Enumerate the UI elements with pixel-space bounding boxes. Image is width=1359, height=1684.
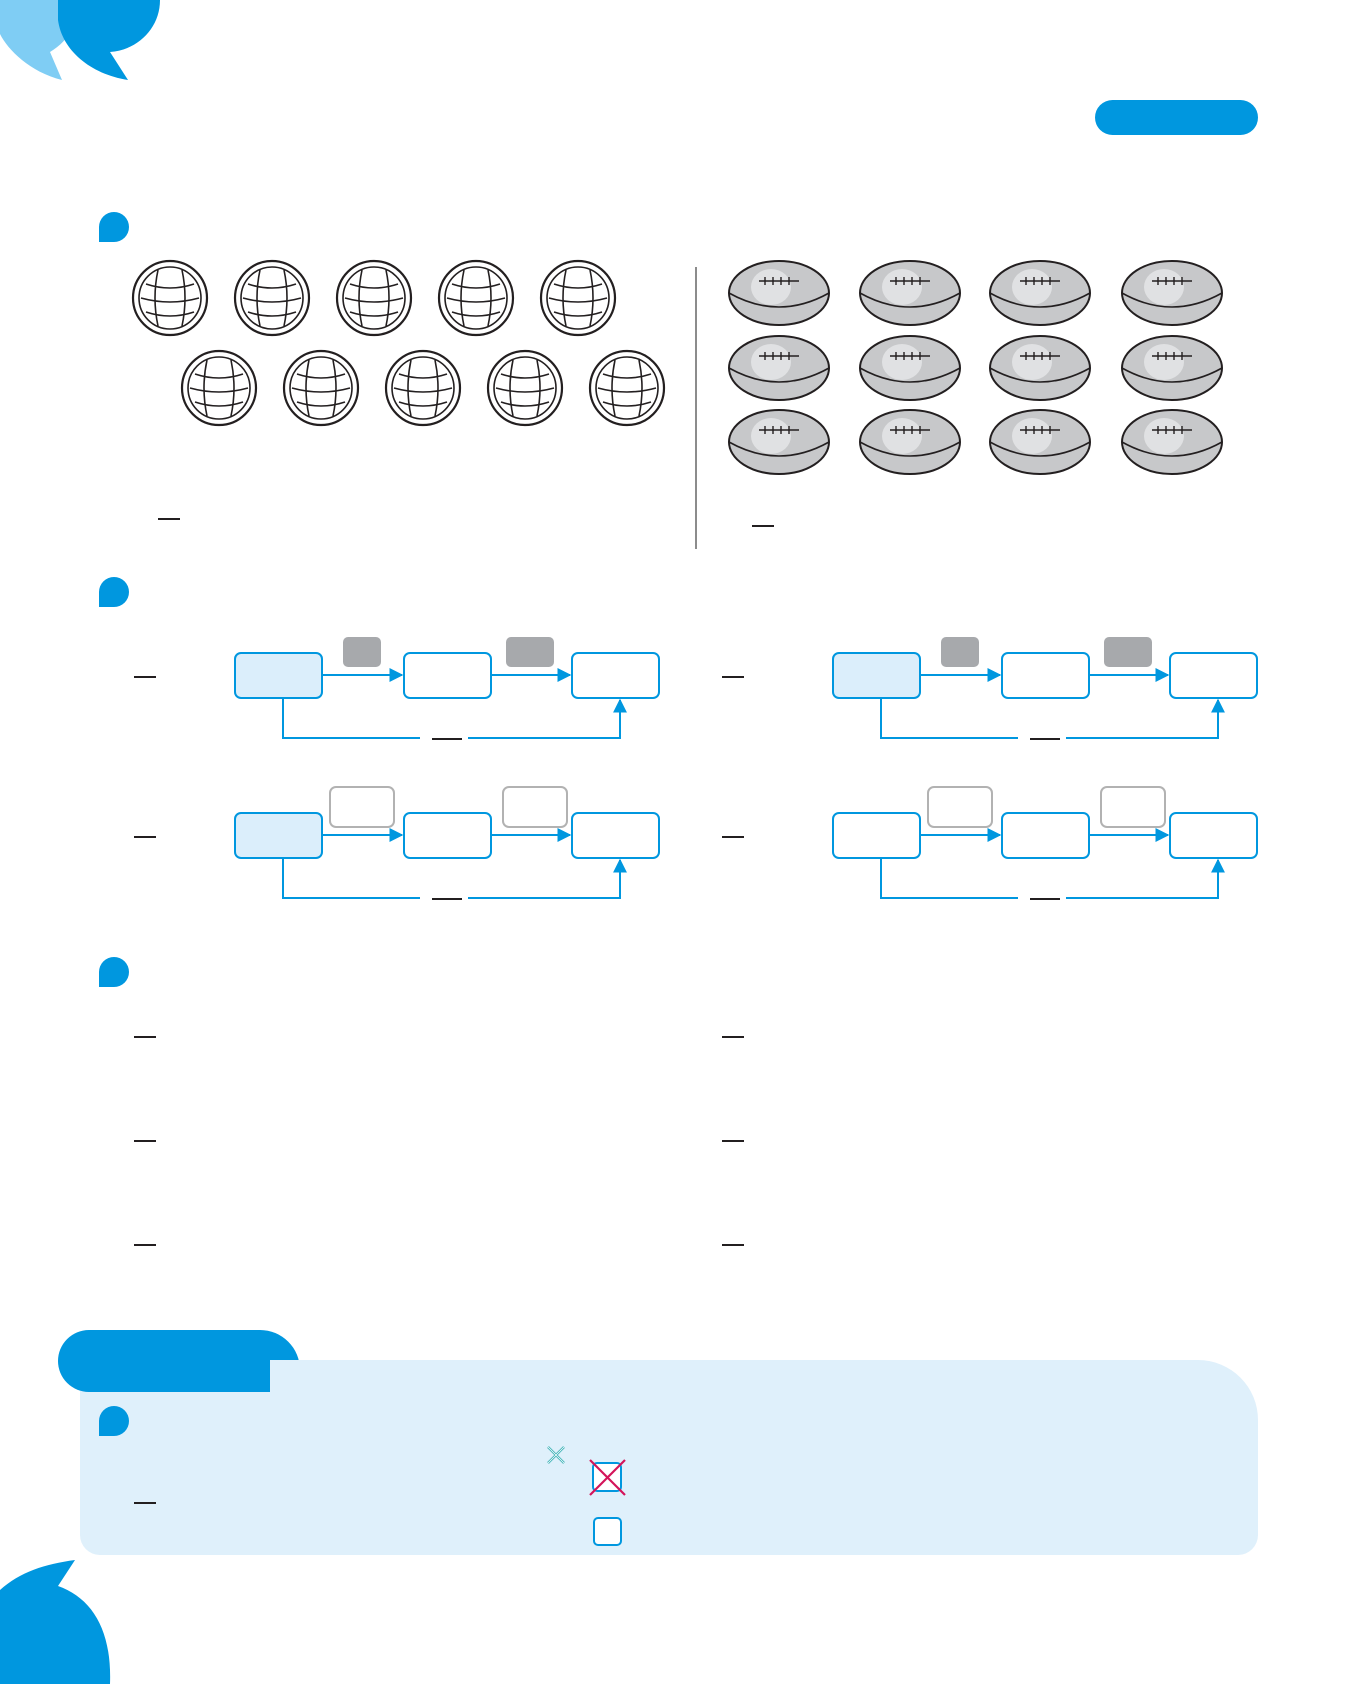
flow-diagram-3: [234, 786, 660, 900]
end-box: [571, 812, 660, 859]
start-box: [234, 812, 323, 859]
volleyball-icon: [131, 259, 209, 337]
answer-blank[interactable]: [722, 836, 744, 838]
rugby-ball-group: [728, 260, 1223, 475]
header-pill: [1095, 100, 1258, 135]
volleyball-icon: [335, 259, 413, 337]
rugby-ball-icon: [859, 335, 961, 401]
volleyball-group: [131, 259, 666, 427]
rugby-ball-icon: [989, 335, 1091, 401]
volleyball-icon: [588, 349, 666, 427]
flow-diagram-1: [234, 637, 660, 740]
flow-diagram-2: [832, 637, 1258, 740]
flow-diagrams: [234, 637, 1258, 900]
op-box: [1104, 637, 1152, 667]
volleyball-icon: [233, 259, 311, 337]
op-box: [1100, 786, 1166, 828]
answer-blank[interactable]: [134, 676, 156, 678]
answer-blank[interactable]: [158, 518, 180, 520]
empty-box-icon[interactable]: [593, 1517, 622, 1546]
op-box: [506, 637, 554, 667]
end-box: [1169, 812, 1258, 859]
start-box: [832, 652, 921, 699]
question-bullet-4: [99, 1406, 129, 1436]
answer-blank[interactable]: [722, 676, 744, 678]
rugby-ball-icon: [728, 335, 830, 401]
volleyball-icon: [384, 349, 462, 427]
answer-blank[interactable]: [134, 1244, 156, 1246]
flow-diagram-4: [832, 786, 1258, 900]
answer-blank[interactable]: [722, 1244, 744, 1246]
answer-blank[interactable]: [722, 1140, 744, 1142]
rugby-ball-icon: [989, 409, 1091, 475]
corner-quote-decoration-top: [0, 0, 160, 80]
answer-blank[interactable]: [134, 1140, 156, 1142]
divider: [695, 267, 697, 549]
start-box: [234, 652, 323, 699]
op-box: [927, 786, 993, 828]
end-box: [571, 652, 660, 699]
rugby-ball-icon: [989, 260, 1091, 326]
volleyball-icon: [180, 349, 258, 427]
op-box: [941, 637, 979, 667]
corner-quote-decoration-bottom: [0, 1560, 111, 1684]
try-it-tab: [58, 1330, 300, 1392]
rugby-ball-icon: [1121, 335, 1223, 401]
rugby-ball-icon: [728, 409, 830, 475]
op-box: [502, 786, 568, 828]
op-box: [329, 786, 395, 828]
rugby-ball-icon: [1121, 409, 1223, 475]
answer-blank[interactable]: [752, 525, 774, 527]
try-it-tab-notch: [270, 1360, 300, 1392]
question-bullet-3: [99, 957, 129, 987]
end-box: [1169, 652, 1258, 699]
small-cross-icon: [547, 1446, 565, 1464]
op-box: [343, 637, 381, 667]
volleyball-icon: [282, 349, 360, 427]
crossed-box-icon[interactable]: [588, 1458, 628, 1498]
answer-blank[interactable]: [722, 1036, 744, 1038]
try-it-panel: [80, 1360, 1258, 1555]
volleyball-icon: [437, 259, 515, 337]
start-box: [832, 812, 921, 859]
rugby-ball-icon: [859, 260, 961, 326]
middle-box: [403, 652, 492, 699]
middle-box: [403, 812, 492, 859]
answer-blank[interactable]: [134, 1036, 156, 1038]
volleyball-icon: [539, 259, 617, 337]
question-bullet-2: [99, 577, 129, 607]
middle-box: [1001, 652, 1090, 699]
question-bullet-1: [99, 212, 129, 242]
rugby-ball-icon: [859, 409, 961, 475]
answer-blank[interactable]: [134, 1502, 156, 1504]
rugby-ball-icon: [728, 260, 830, 326]
volleyball-icon: [486, 349, 564, 427]
middle-box: [1001, 812, 1090, 859]
answer-blank[interactable]: [134, 836, 156, 838]
rugby-ball-icon: [1121, 260, 1223, 326]
